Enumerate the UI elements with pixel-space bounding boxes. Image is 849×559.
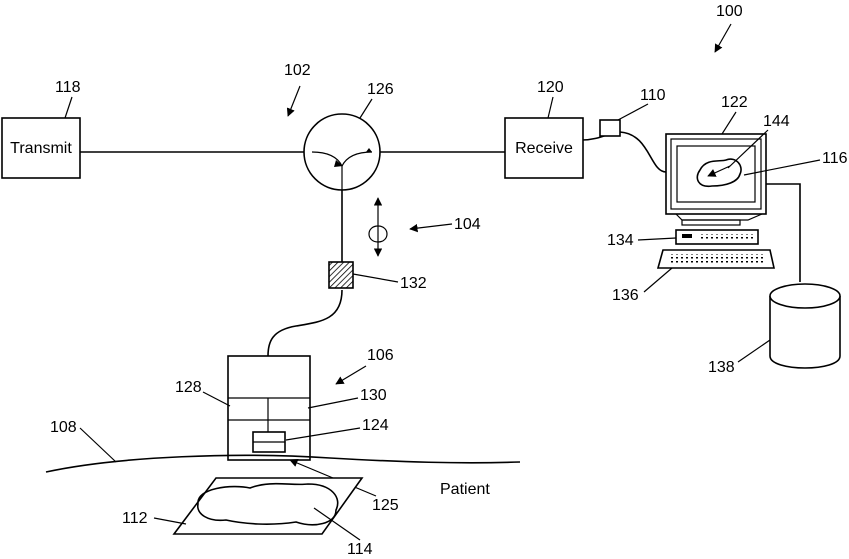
ref-116: 116	[822, 150, 848, 167]
ref-126: 126	[367, 81, 394, 98]
transmit-block: Transmit	[2, 118, 80, 178]
ref-114: 114	[347, 541, 373, 558]
tissue-region-icon	[174, 478, 362, 534]
patient-label: Patient	[440, 481, 490, 498]
ref-120: 120	[537, 79, 564, 96]
ref-124: 124	[362, 417, 389, 434]
ref-144: 144	[763, 113, 790, 130]
ref-112: 112	[122, 510, 148, 527]
receive-block: Receive	[505, 118, 583, 178]
arrow-104	[410, 224, 452, 229]
database-icon	[770, 284, 840, 368]
ref-102: 102	[284, 62, 311, 79]
ref-138: 138	[708, 359, 735, 376]
probe-housing	[228, 356, 310, 460]
polarization-controller-icon	[369, 198, 387, 256]
cpu-unit-icon	[676, 230, 758, 244]
ref-110: 110	[640, 87, 666, 104]
ref-132: 132	[400, 275, 427, 292]
ref-118: 118	[55, 79, 81, 96]
ref-128: 128	[175, 379, 202, 396]
ref-100: 100	[716, 3, 743, 20]
ref-130: 130	[360, 387, 387, 404]
arrow-106	[336, 366, 366, 384]
ref-104: 104	[454, 216, 481, 233]
arrow-102	[288, 86, 300, 116]
detector-icon	[600, 120, 620, 136]
keyboard-icon	[658, 250, 774, 268]
circulator-icon	[304, 114, 380, 190]
ref-136: 136	[612, 287, 639, 304]
cable-detector-to-computer	[620, 132, 666, 172]
ref-106: 106	[367, 347, 394, 364]
ref-125: 125	[372, 497, 399, 514]
receive-label: Receive	[515, 140, 573, 157]
computer-monitor-icon	[666, 134, 766, 225]
ref-122: 122	[721, 94, 748, 111]
transmit-label: Transmit	[10, 140, 72, 157]
ref-108: 108	[50, 419, 77, 436]
arrow-100	[715, 24, 731, 52]
fiber-connector-to-probe	[268, 290, 342, 356]
connector-icon	[329, 262, 353, 288]
ref-134: 134	[607, 232, 634, 249]
